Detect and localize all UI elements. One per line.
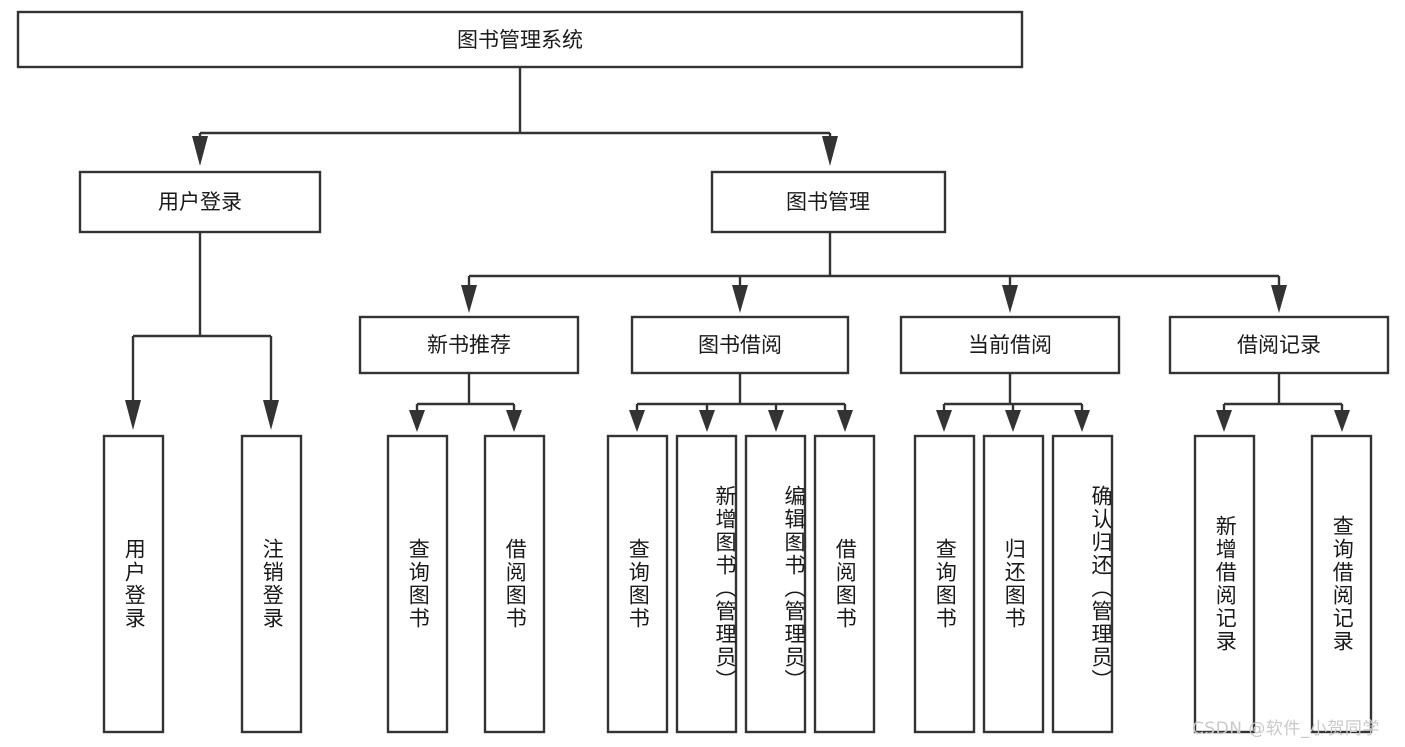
arrow-head-cb-confirm bbox=[1074, 410, 1090, 432]
arrow-head-borrow-record bbox=[1271, 285, 1287, 313]
leaf-box-br-add-record[interactable] bbox=[1193, 434, 1256, 734]
arrow-head-new-book-rec bbox=[461, 285, 477, 313]
arrow-head-book-borrow bbox=[732, 285, 748, 313]
node-book-borrow-label: 图书借阅 bbox=[698, 333, 782, 357]
connector-group-borrow-record bbox=[1216, 373, 1350, 432]
arrow-head-br-add bbox=[1216, 410, 1232, 432]
arrow-head-leaf-logout bbox=[263, 400, 279, 430]
arrow-head-bb-add bbox=[699, 410, 715, 432]
connector-group-book-borrow bbox=[629, 373, 853, 432]
leaf-box-bb-add-book[interactable] bbox=[675, 434, 738, 734]
arrow-head-current-borrow bbox=[1002, 285, 1018, 313]
leaf-box-nbr-query-book[interactable] bbox=[386, 434, 449, 734]
connector-group-current-borrow bbox=[936, 373, 1090, 432]
connector-group-new-book-rec bbox=[409, 373, 522, 432]
arrow-head-cb-return bbox=[1005, 410, 1021, 432]
node-book-borrow[interactable]: 图书借阅 bbox=[630, 315, 850, 375]
arrow-head-book-mgmt bbox=[822, 136, 838, 166]
node-new-book-recommend-label: 新书推荐 bbox=[427, 333, 511, 357]
node-root-box[interactable] bbox=[16, 10, 1024, 69]
leaf-box-user-login[interactable] bbox=[102, 434, 165, 734]
node-book-management[interactable]: 图书管理 bbox=[710, 170, 947, 234]
arrow-head-nbr-borrow bbox=[506, 410, 522, 432]
arrow-head-bb-borrow bbox=[837, 410, 853, 432]
node-user-login[interactable]: 用户登录 bbox=[78, 170, 322, 234]
leaf-box-bb-edit-book[interactable] bbox=[744, 434, 807, 734]
node-book-borrow-box[interactable] bbox=[630, 315, 850, 375]
leaf-box-nbr-borrow-book[interactable] bbox=[483, 434, 546, 734]
arrow-head-user-login bbox=[192, 136, 208, 166]
node-borrow-record[interactable]: 借阅记录 bbox=[1168, 315, 1390, 375]
leaf-box-bb-query-book[interactable] bbox=[606, 434, 669, 734]
node-current-borrow[interactable]: 当前借阅 bbox=[899, 315, 1121, 375]
leaf-box-cb-return-book[interactable] bbox=[982, 434, 1045, 734]
arrow-head-cb-query bbox=[936, 410, 952, 432]
node-current-borrow-label: 当前借阅 bbox=[968, 333, 1052, 357]
node-current-borrow-box[interactable] bbox=[899, 315, 1121, 375]
leaf-box-cb-confirm[interactable] bbox=[1051, 434, 1114, 734]
leaf-box-br-query-record[interactable] bbox=[1310, 434, 1373, 734]
node-borrow-record-label: 借阅记录 bbox=[1237, 333, 1321, 357]
leaf-box-logout[interactable] bbox=[240, 434, 303, 734]
node-new-book-recommend-box[interactable] bbox=[358, 315, 580, 375]
connector-group-book-mgmt bbox=[461, 232, 1287, 313]
node-book-management-label: 图书管理 bbox=[786, 190, 870, 214]
node-root[interactable]: 图书管理系统 bbox=[16, 10, 1024, 69]
csdn-watermark: CSDN @软件_小贺同学 bbox=[1192, 719, 1380, 739]
node-user-login-box[interactable] bbox=[78, 170, 322, 234]
node-user-login-label: 用户登录 bbox=[158, 190, 242, 214]
arrow-head-bb-query bbox=[629, 410, 645, 432]
arrow-head-bb-edit bbox=[768, 410, 784, 432]
leaf-box-bb-borrow-book[interactable] bbox=[813, 434, 876, 734]
node-new-book-recommend[interactable]: 新书推荐 bbox=[358, 315, 580, 375]
leaf-box-cb-query-book[interactable] bbox=[913, 434, 976, 734]
node-borrow-record-box[interactable] bbox=[1168, 315, 1390, 375]
arrow-head-leaf-user-login bbox=[125, 400, 141, 430]
arrow-head-nbr-query bbox=[409, 410, 425, 432]
node-book-management-box[interactable] bbox=[710, 170, 947, 234]
node-root-label: 图书管理系统 bbox=[457, 28, 583, 52]
connector-group-user-login bbox=[125, 232, 279, 430]
connector-group-root bbox=[192, 67, 838, 166]
arrow-head-br-query bbox=[1334, 410, 1350, 432]
